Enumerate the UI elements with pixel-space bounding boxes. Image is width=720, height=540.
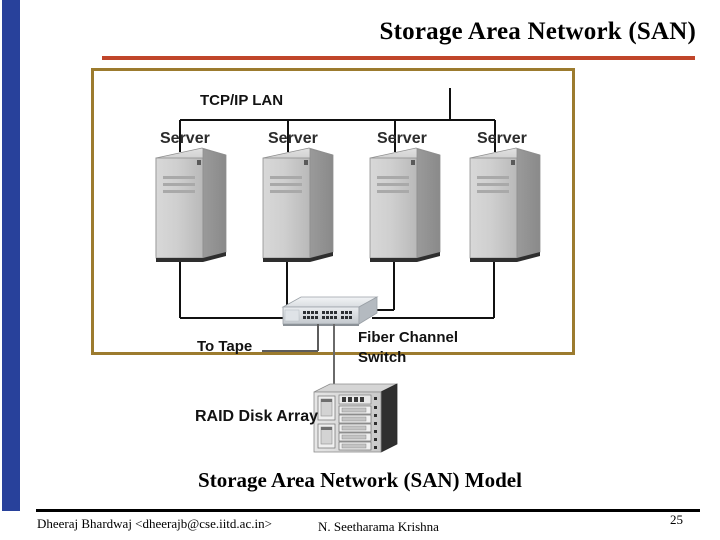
- label-raid-disk-array: RAID Disk Array: [195, 408, 319, 425]
- footer-author-primary: Dheeraj Bhardwaj <dheerajb@cse.iitd.ac.i…: [37, 516, 272, 531]
- diagram-caption: Storage Area Network (SAN) Model: [198, 468, 522, 492]
- label-server-2: Server: [268, 130, 318, 147]
- label-fcs-line1: Fiber Channel: [358, 329, 459, 346]
- label-to-tape: To Tape: [197, 338, 253, 355]
- footer-divider-rule: [36, 509, 700, 512]
- sidebar-accent-bar: [2, 0, 20, 511]
- label-tcpip-lan: TCP/IP LAN: [200, 92, 284, 109]
- label-server-3: Server: [377, 130, 427, 147]
- page-title: Storage Area Network (SAN): [379, 18, 696, 45]
- sidebar-accent-bar-edge: [20, 0, 22, 511]
- footer-author-secondary: N. Seetharama Krishna: [318, 519, 439, 534]
- footer-page-number: 25: [670, 512, 683, 527]
- label-fcs-line2: Switch: [358, 349, 407, 366]
- label-server-4: Server: [477, 130, 527, 147]
- label-server-1: Server: [160, 130, 210, 147]
- diagram-frame-border: [91, 68, 575, 355]
- title-underline-rule: [102, 56, 695, 60]
